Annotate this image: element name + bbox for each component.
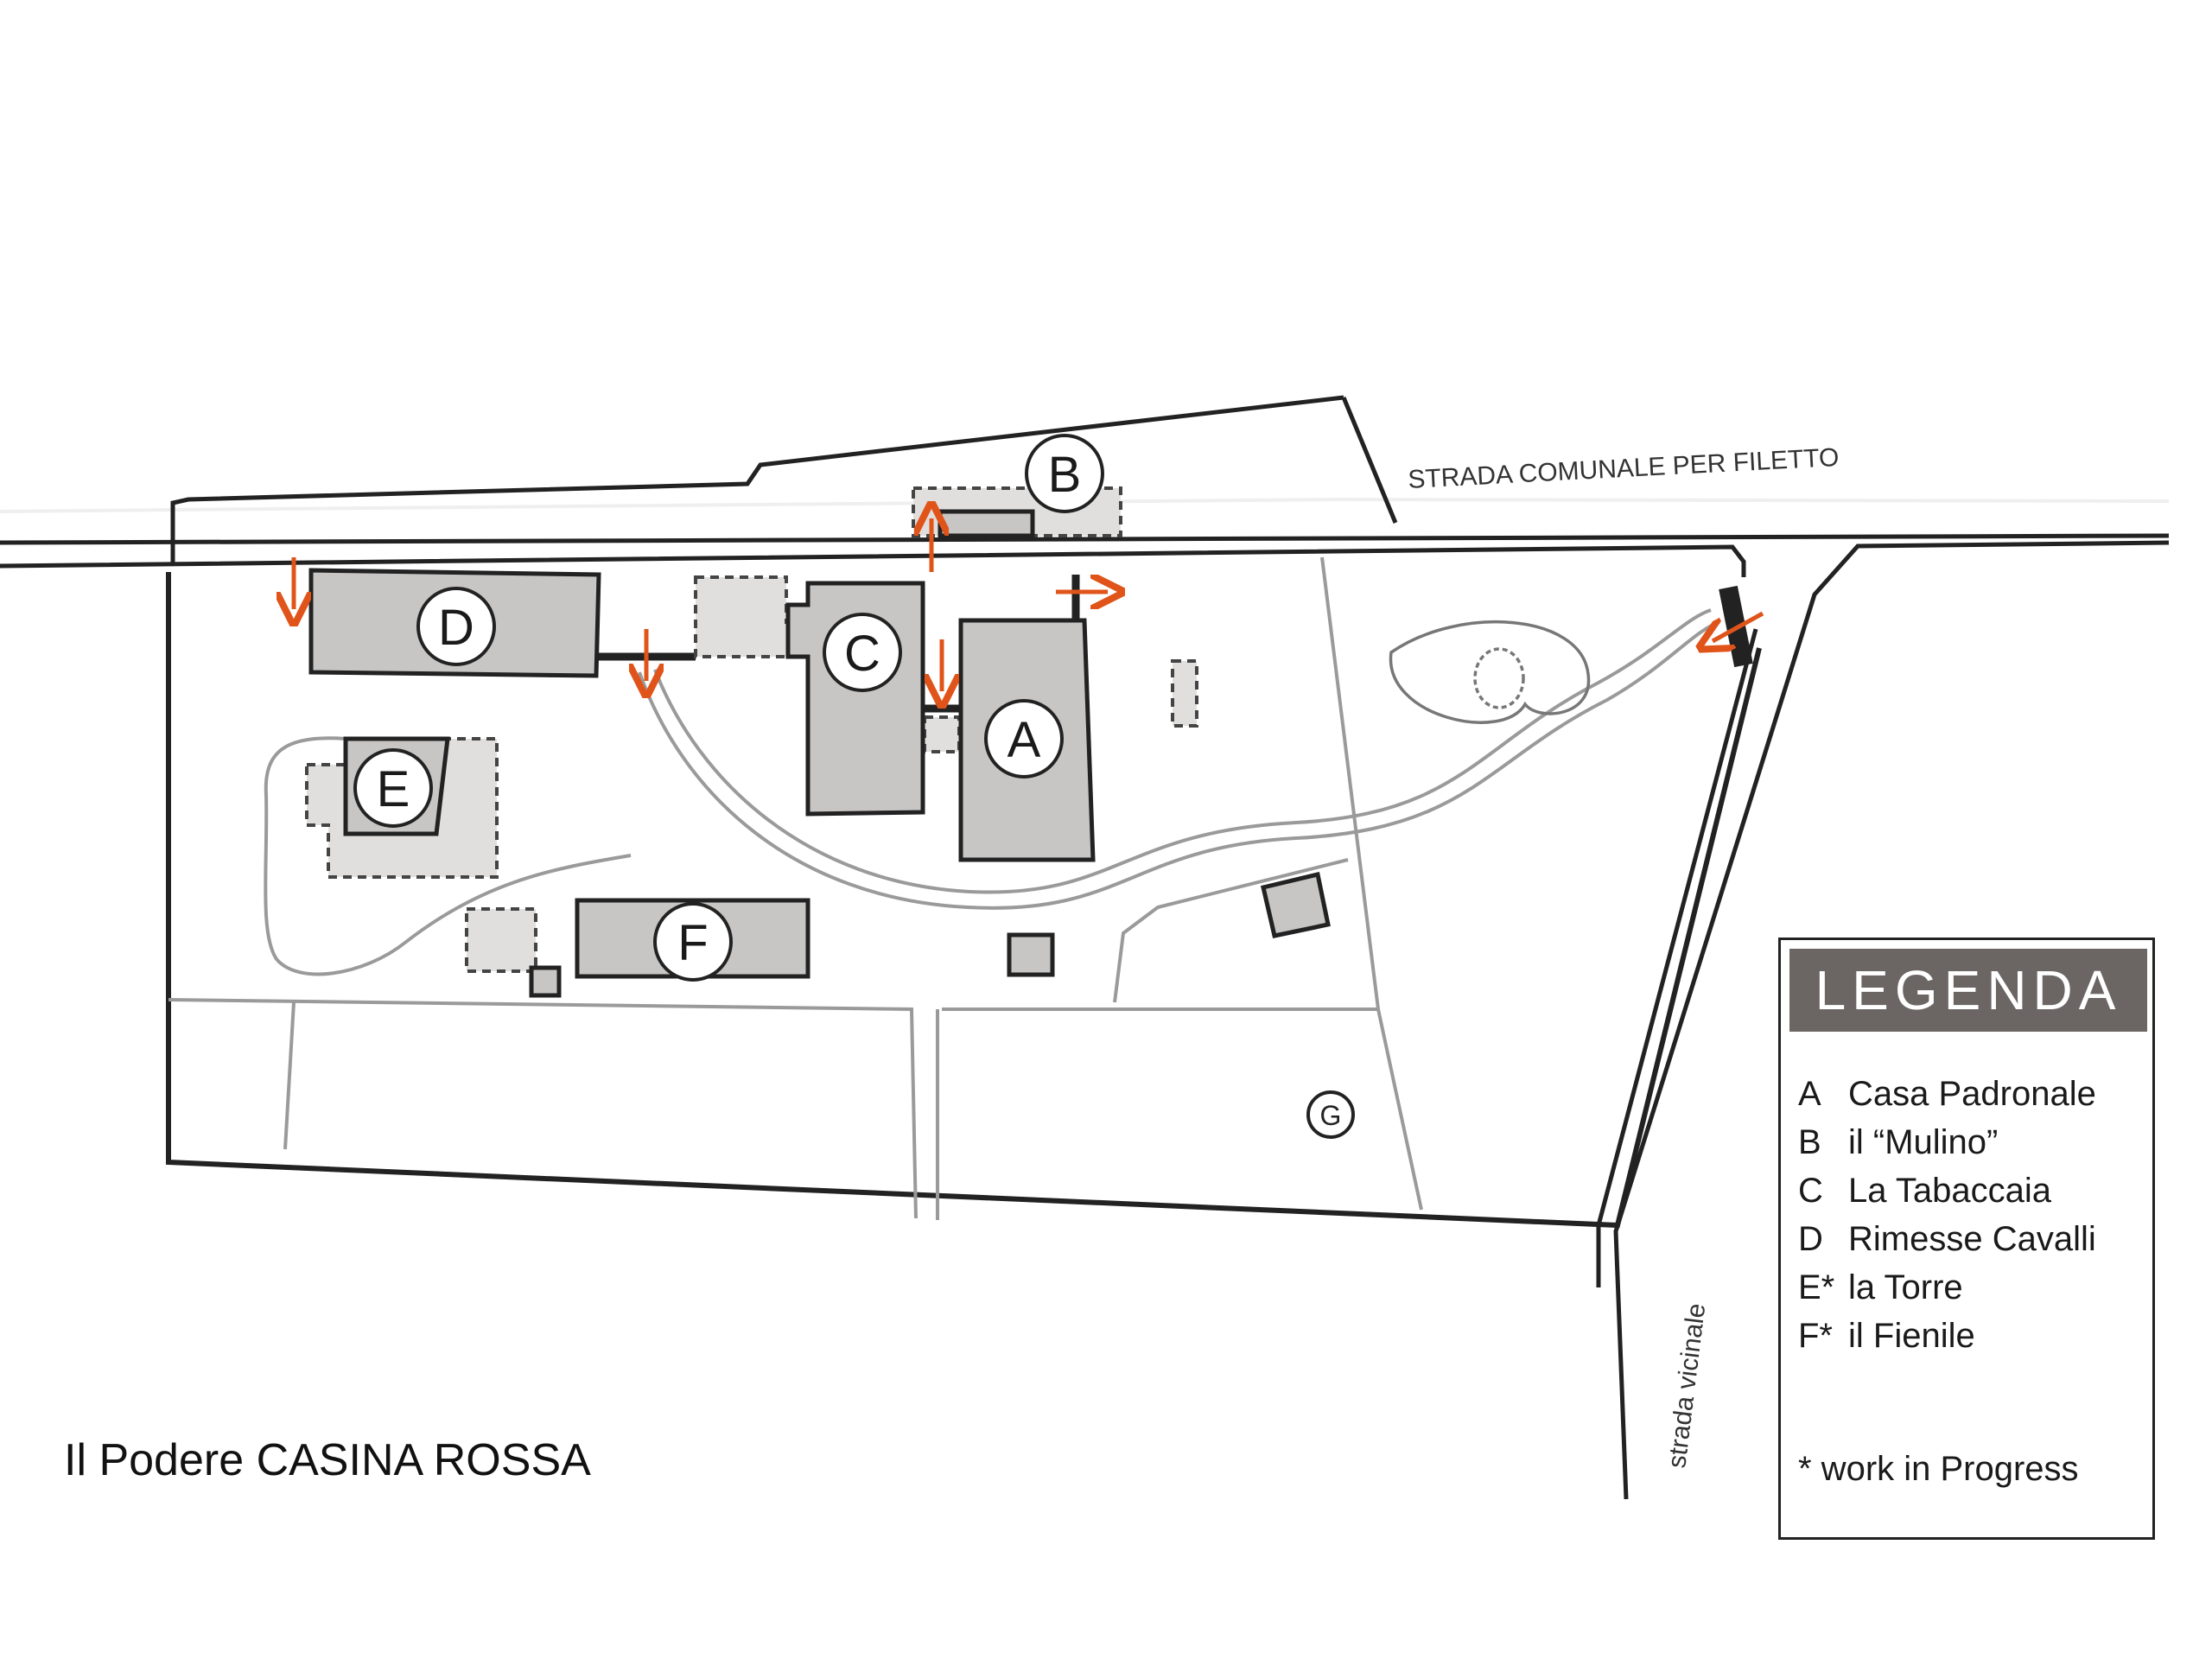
road-label-filetto: STRADA COMUNALE PER FILETTO (1408, 443, 1840, 494)
label-e-text: E (377, 761, 410, 817)
legend-item: F* il Fienile (1798, 1312, 2096, 1360)
legend-key: F* (1798, 1317, 1833, 1355)
marker-g-text: G (1320, 1100, 1342, 1131)
legend-label: la Torre (1848, 1268, 1963, 1306)
legend-item: E* la Torre (1798, 1263, 2096, 1312)
label-c: C (823, 613, 902, 692)
legend-key: A (1798, 1075, 1821, 1113)
outbuilding-1 (529, 965, 562, 998)
legend-item: D Rimesse Cavalli (1798, 1215, 2096, 1263)
entrance-arrows (294, 518, 1764, 691)
label-f: F (653, 902, 733, 982)
map-title: Il Podere CASINA ROSSA (64, 1435, 591, 1485)
legend-note: * work in Progress (1798, 1450, 2079, 1488)
property-boundary (166, 572, 1762, 1229)
legend-key: C (1798, 1172, 1823, 1210)
legend-label: il Fienile (1848, 1317, 1975, 1355)
legend-label: Rimesse Cavalli (1848, 1220, 2096, 1258)
label-e: E (353, 748, 433, 828)
legend-label: il “Mulino” (1848, 1123, 1999, 1161)
legend-item: A Casa Padronale (1798, 1070, 2096, 1118)
legend-label: La Tabaccaia (1848, 1172, 2051, 1210)
label-c-text: C (844, 626, 880, 682)
garden-pond (1389, 620, 1591, 724)
legend-title: LEGENDA (1789, 949, 2147, 1032)
legend-key: B (1798, 1123, 1821, 1161)
label-a: A (984, 699, 1064, 779)
legend-label: Casa Padronale (1848, 1075, 2096, 1113)
marker-g: G (1306, 1090, 1355, 1139)
legend-item: C La Tabaccaia (1798, 1166, 2096, 1215)
arrow-left-icon (1713, 611, 1764, 641)
outbuilding-2 (1007, 932, 1055, 977)
outbuilding-3 (1261, 871, 1331, 938)
legend-key: D (1798, 1220, 1823, 1258)
north-verge (0, 497, 2170, 513)
building-b (938, 509, 1035, 538)
label-f-text: F (677, 915, 708, 971)
garden-path (264, 736, 632, 976)
label-a-text: A (1007, 712, 1041, 768)
label-b-text: B (1048, 447, 1082, 503)
strada-comunale (0, 395, 2170, 1500)
legend-key: E* (1798, 1268, 1835, 1306)
label-d-text: D (438, 600, 474, 656)
label-b: B (1025, 434, 1104, 513)
driveway (638, 608, 1720, 910)
label-d: D (416, 587, 496, 666)
field-lines (168, 556, 1423, 1220)
road-label-vicinale: strada vicinale (1662, 1301, 1711, 1469)
